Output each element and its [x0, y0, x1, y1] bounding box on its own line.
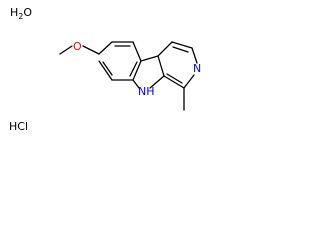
bond-c7-c6 — [98, 41, 113, 55]
bond-c9a-n9 — [149, 75, 165, 89]
bond-c5-c4b — [132, 41, 142, 62]
bond-c8-c7 — [98, 60, 113, 81]
pyridine-nitrogen-label: N — [193, 62, 201, 75]
methoxy-oxygen-label: O — [73, 40, 82, 53]
double-bond-c4-c3 — [172, 46, 189, 53]
hcl-label: HCl — [9, 120, 28, 133]
bond-oxygen-c7 — [82, 45, 100, 55]
water-h: H — [10, 6, 18, 19]
bond-c1-c9a — [163, 75, 185, 89]
bond-c3-n2 — [191, 47, 198, 64]
double-bond-c4b-c8a — [129, 61, 138, 77]
harmine-skeleton — [59, 41, 198, 111]
water-subscript: 2 — [18, 12, 23, 21]
double-bond-c1-c9a — [166, 73, 183, 84]
bond-n2-c1 — [183, 74, 195, 89]
bond-c4b-c8a — [132, 60, 142, 81]
water-label: H2O — [10, 6, 32, 21]
double-bond-c8-c7 — [102, 61, 113, 76]
bond-c4-c3 — [171, 41, 193, 49]
indole-nh-label: NH — [138, 85, 155, 98]
bond-c4b-c4a — [140, 55, 159, 62]
bond-n9-c8a — [132, 79, 140, 89]
water-o: O — [23, 6, 32, 19]
bond-methyl-oxygen — [59, 45, 73, 55]
chemical-structure-diagram: H2O HCl O N NH — [9, 6, 201, 133]
bond-c4a-c9a — [157, 55, 165, 77]
bond-c4a-c4 — [157, 41, 173, 57]
